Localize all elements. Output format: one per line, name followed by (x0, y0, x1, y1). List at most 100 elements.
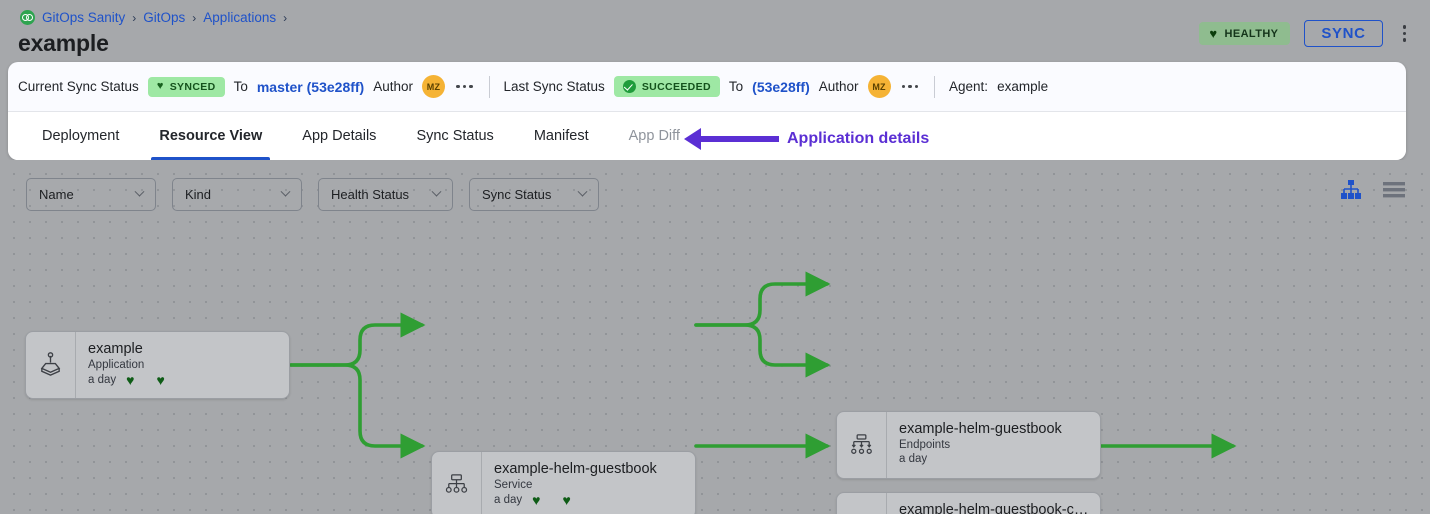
node-title: example (88, 341, 143, 357)
health-status-filter[interactable]: Health Status (318, 178, 453, 211)
tab-label: Sync Status (416, 128, 494, 144)
tab-label: Manifest (533, 128, 589, 144)
tab-label: App Diff (628, 128, 680, 144)
application-details-arrow-icon (684, 128, 779, 150)
breadcrumb: GitOps Sanity › GitOps › Applications › (20, 10, 287, 25)
node-meta: a day ♥ ♥ (88, 373, 279, 387)
current-to-label: To (233, 79, 248, 94)
node-age: a day (88, 374, 117, 386)
heart-icon: ♥ (1209, 26, 1218, 41)
name-filter-label: Name (39, 187, 74, 202)
node-meta: a day ♥ ♥ (494, 493, 685, 507)
page-header: GitOps Sanity › GitOps › Applications › … (0, 0, 1430, 62)
breadcrumb-separator: › (283, 10, 288, 25)
graph-node-application[interactable]: example Application a day ♥ ♥ (25, 331, 290, 399)
node-age: a day (494, 494, 523, 506)
current-sync-status-label: Current Sync Status (18, 79, 139, 94)
endpointslice-icon (837, 493, 887, 514)
chevron-down-icon (577, 186, 588, 197)
list-view-icon (1383, 182, 1405, 198)
chevron-down-icon (280, 186, 291, 197)
endpoints-icon (837, 412, 887, 478)
node-title: example-helm-guestbook (899, 421, 1062, 437)
tab-bar: Deployment Resource View App Details Syn… (8, 111, 1406, 160)
tree-view-button[interactable] (1340, 180, 1362, 205)
current-revision-link[interactable]: master (53e28ff) (256, 78, 365, 95)
tab-manifest[interactable]: Manifest (514, 112, 609, 160)
breadcrumb-item-gitops-sanity[interactable]: GitOps Sanity (42, 10, 126, 25)
graph-node-endpoints[interactable]: example-helm-guestbook Endpoints a day (836, 411, 1101, 479)
breadcrumb-separator: › (192, 10, 197, 25)
node-kind: Application (88, 359, 145, 371)
gitops-logo-icon (20, 10, 35, 25)
graph-node-endpointslice[interactable]: example-helm-guestbook-ct… EndpointSlice… (836, 492, 1101, 514)
application-icon (26, 332, 76, 398)
node-meta: a day (899, 453, 1090, 465)
agent-value: example (997, 79, 1049, 94)
status-badge-healthy: ♥ HEALTHY (1199, 22, 1291, 45)
sync-status-filter[interactable]: Sync Status (469, 178, 599, 211)
sync-icon: ♥ (156, 372, 165, 388)
current-sync-status-group: Current Sync Status ♥ SYNCED To master (… (18, 75, 475, 98)
name-filter[interactable]: Name (26, 178, 156, 211)
filter-bar: Name Kind Health Status Sync Status (26, 178, 599, 211)
tab-app-diff[interactable]: App Diff (609, 112, 700, 160)
last-sync-status-group: Last Sync Status SUCCEEDED To (53e28ff) … (504, 75, 921, 98)
check-circle-icon (622, 80, 636, 93)
health-badge-label: HEALTHY (1224, 27, 1279, 40)
current-sync-status-badge: ♥ SYNCED (147, 76, 225, 97)
tab-resource-view[interactable]: Resource View (139, 112, 282, 160)
current-sync-status-text: SYNCED (169, 80, 216, 93)
agent-group: Agent: example (949, 79, 1048, 94)
app-info-panel: Current Sync Status ♥ SYNCED To master (… (8, 62, 1406, 160)
tab-label: App Details (302, 128, 377, 144)
health-icon: ♥ (126, 372, 135, 388)
last-sync-status-text: SUCCEEDED (641, 80, 711, 93)
health-status-filter-label: Health Status (331, 187, 410, 202)
current-author-label: Author (373, 79, 413, 94)
avatar: MZ (422, 75, 445, 98)
view-toggle (1340, 180, 1406, 205)
tab-sync-status[interactable]: Sync Status (396, 112, 513, 160)
sync-icon: ♥ (562, 492, 571, 508)
service-icon (432, 452, 482, 514)
divider (488, 75, 490, 98)
chevron-down-icon (431, 186, 442, 197)
current-sync-ellipsis-icon[interactable] (454, 84, 475, 89)
breadcrumb-item-applications[interactable]: Applications (203, 10, 277, 25)
last-to-label: To (728, 79, 744, 94)
sync-status-bar: Current Sync Status ♥ SYNCED To master (… (8, 62, 1406, 160)
sync-button[interactable]: SYNC (1304, 20, 1383, 47)
header-actions: ♥ HEALTHY SYNC (1199, 20, 1412, 47)
tab-app-details[interactable]: App Details (282, 112, 396, 160)
divider (934, 75, 936, 98)
health-icon: ♥ (532, 492, 541, 508)
tab-deployment[interactable]: Deployment (22, 112, 139, 160)
kebab-menu-icon[interactable] (1397, 21, 1413, 46)
kind-filter-label: Kind (185, 187, 212, 202)
last-sync-ellipsis-icon[interactable] (900, 84, 921, 89)
kind-filter[interactable]: Kind (172, 178, 302, 211)
last-sync-status-label: Last Sync Status (503, 79, 605, 94)
node-age: a day (899, 453, 928, 465)
last-sync-status-badge: SUCCEEDED (613, 76, 720, 97)
node-title: example-helm-guestbook (494, 461, 657, 477)
tree-view-icon (1341, 180, 1361, 199)
node-title: example-helm-guestbook-ct… (899, 502, 1090, 514)
list-view-button[interactable] (1382, 180, 1406, 205)
last-author-label: Author (818, 79, 859, 94)
agent-label: Agent: (949, 79, 989, 94)
breadcrumb-item-gitops[interactable]: GitOps (143, 10, 186, 25)
heart-icon: ♥ (156, 80, 164, 92)
chevron-down-icon (134, 186, 145, 197)
page-title: example (18, 30, 109, 56)
node-kind: Service (494, 479, 533, 491)
node-kind: Endpoints (899, 439, 951, 451)
application-details-annotation-text: Application details (787, 130, 930, 147)
resource-graph: Name Kind Health Status Sync Status (0, 160, 1430, 514)
last-revision-link[interactable]: (53e28ff) (752, 78, 810, 95)
tab-label: Deployment (42, 128, 120, 144)
graph-node-service[interactable]: example-helm-guestbook Service a day ♥ ♥ (431, 451, 696, 514)
avatar: MZ (867, 75, 891, 98)
sync-status-filter-label: Sync Status (482, 187, 552, 202)
